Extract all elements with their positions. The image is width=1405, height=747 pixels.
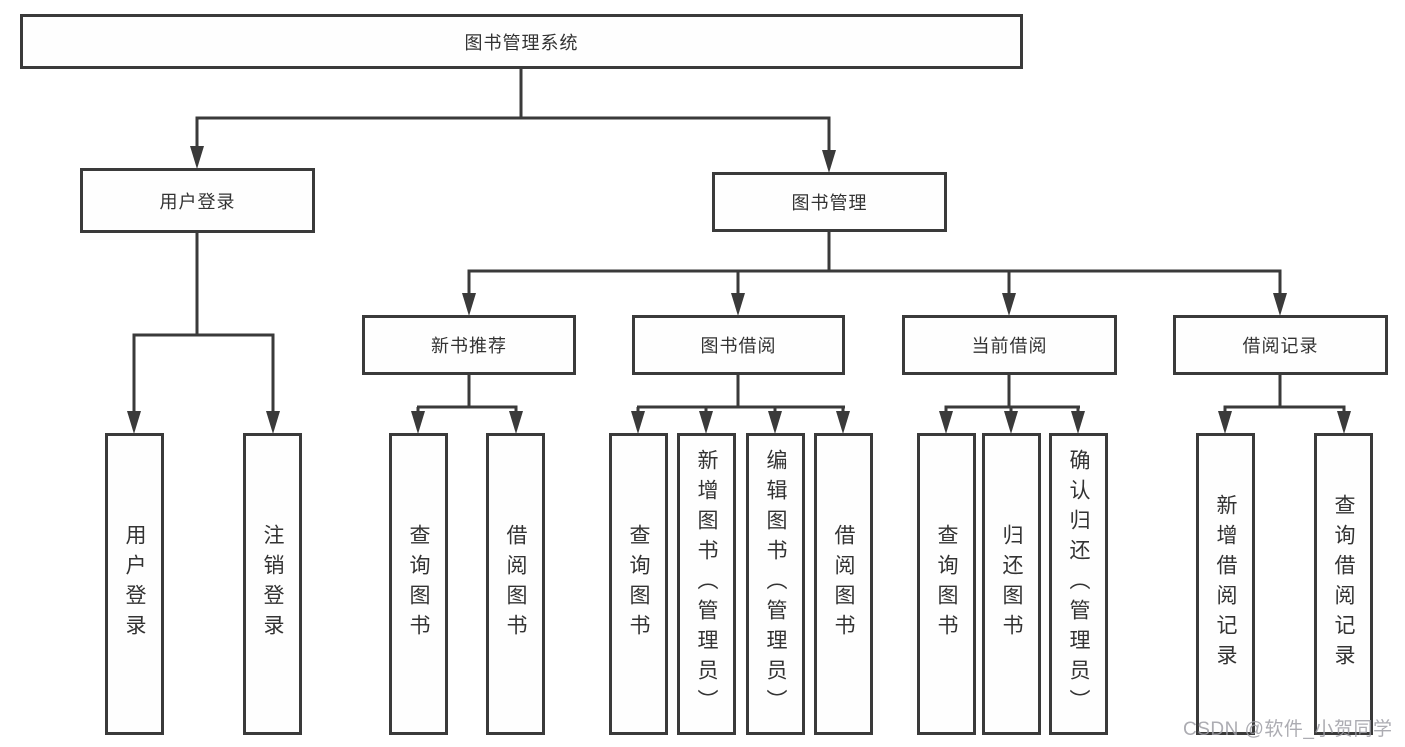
leaf-label: 查询借阅记录 xyxy=(1332,494,1355,674)
node-label: 用户登录 xyxy=(159,191,236,212)
leaf-label: 用户登录 xyxy=(123,524,146,644)
leaf-query-books-3: 查询图书 xyxy=(917,433,976,735)
node-root-library-system: 图书管理系统 xyxy=(20,14,1023,69)
leaf-label: 新增图书（管理员） xyxy=(695,449,718,719)
node-book-borrowing: 图书借阅 xyxy=(632,315,845,375)
leaf-label: 借阅图书 xyxy=(832,524,855,644)
leaf-label: 查询图书 xyxy=(627,524,650,644)
leaf-label: 注销登录 xyxy=(261,524,284,644)
leaf-borrow-books-2: 借阅图书 xyxy=(814,433,873,735)
node-label: 新书推荐 xyxy=(431,336,507,356)
leaf-add-books-admin: 新增图书（管理员） xyxy=(677,433,736,735)
leaf-label: 借阅图书 xyxy=(504,524,527,644)
leaf-edit-books-admin: 编辑图书（管理员） xyxy=(746,433,805,735)
leaf-logout: 注销登录 xyxy=(243,433,302,735)
leaf-borrow-books-1: 借阅图书 xyxy=(486,433,545,735)
leaf-label: 归还图书 xyxy=(1000,524,1023,644)
node-label: 借阅记录 xyxy=(1242,336,1319,356)
leaf-query-books-2: 查询图书 xyxy=(609,433,668,735)
leaf-return-books: 归还图书 xyxy=(982,433,1041,735)
csdn-watermark: CSDN @软件_小贺同学 xyxy=(1183,719,1393,740)
leaf-add-borrow-record: 新增借阅记录 xyxy=(1196,433,1255,735)
node-label: 图书管理 xyxy=(791,193,868,213)
node-new-book-recommend: 新书推荐 xyxy=(362,315,576,375)
leaf-user-login: 用户登录 xyxy=(105,433,164,735)
leaf-query-books-1: 查询图书 xyxy=(389,433,448,735)
node-current-borrowing: 当前借阅 xyxy=(902,315,1117,375)
leaf-label: 新增借阅记录 xyxy=(1214,494,1237,674)
node-book-management: 图书管理 xyxy=(712,172,947,232)
node-user-login: 用户登录 xyxy=(80,168,315,233)
leaf-label: 确认归还（管理员） xyxy=(1067,449,1090,719)
leaf-confirm-return-admin: 确认归还（管理员） xyxy=(1049,433,1108,735)
leaf-label: 编辑图书（管理员） xyxy=(764,449,787,719)
leaf-query-borrow-record: 查询借阅记录 xyxy=(1314,433,1373,735)
leaf-label: 查询图书 xyxy=(935,524,958,644)
leaf-label: 查询图书 xyxy=(407,524,430,644)
node-label: 当前借阅 xyxy=(971,336,1048,356)
node-label: 图书借阅 xyxy=(700,336,777,356)
node-label: 图书管理系统 xyxy=(464,32,579,53)
node-borrow-records: 借阅记录 xyxy=(1173,315,1388,375)
